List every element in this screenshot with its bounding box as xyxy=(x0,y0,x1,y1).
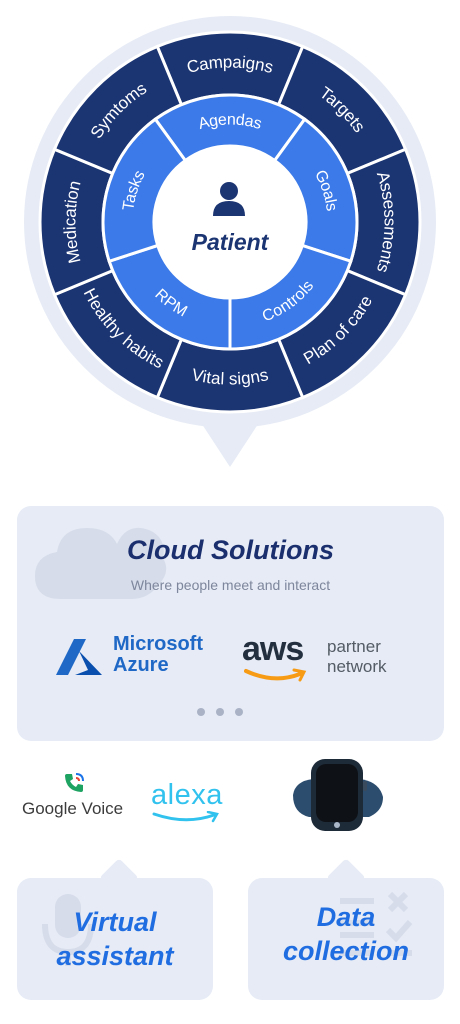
inner-ring-label: Agendas xyxy=(197,112,264,134)
carousel-dot[interactable] xyxy=(197,708,205,716)
wheel-pointer xyxy=(196,415,264,467)
collection-text: collection xyxy=(282,936,410,966)
person-icon xyxy=(213,182,245,216)
cloud-icon xyxy=(35,527,167,599)
cloud-subtitle: Where people meet and interact xyxy=(130,577,331,593)
network-text: network xyxy=(327,657,387,676)
cloud-solutions-card: Cloud Solutions Where people meet and in… xyxy=(17,506,444,741)
virtual-assistant-label: Virtual assistant xyxy=(17,905,213,973)
virtual-assistant-card[interactable]: Virtual assistant xyxy=(17,858,213,1000)
carousel-dots[interactable] xyxy=(197,708,243,716)
azure-text: Azure xyxy=(113,654,169,676)
microphone-icon xyxy=(42,894,94,966)
virtual-text: Virtual xyxy=(73,907,157,937)
data-collection-card[interactable]: Data collection xyxy=(248,858,444,1000)
outer-ring-label: Vital signs xyxy=(190,366,270,389)
aws-smile-icon xyxy=(244,668,307,682)
carousel-dot[interactable] xyxy=(216,708,224,716)
center-circle xyxy=(154,146,306,298)
alexa-logo: alexa xyxy=(151,779,223,811)
center-label: Patient xyxy=(192,229,270,255)
smartwatch-icon xyxy=(293,759,383,831)
card-pointer xyxy=(99,858,139,898)
assistant-text: assistant xyxy=(56,941,174,971)
aws-logo-text: aws xyxy=(242,630,304,668)
data-collection-label: Data collection xyxy=(248,900,444,968)
alexa-smile-icon xyxy=(152,811,219,823)
carousel-dot[interactable] xyxy=(235,708,243,716)
aws-partner-network: partner network xyxy=(327,637,417,677)
partner-text: partner xyxy=(327,637,381,656)
google-voice-label: Google Voice xyxy=(22,799,124,818)
cloud-title: Cloud Solutions xyxy=(127,535,334,565)
azure-logo-icon xyxy=(56,639,102,675)
microsoft-text: Microsoft xyxy=(113,633,203,655)
data-text: Data xyxy=(316,902,376,932)
calculator-icon xyxy=(340,891,413,956)
google-voice-icon xyxy=(65,773,84,792)
microsoft-azure-logo: Microsoft Azure xyxy=(113,634,223,676)
